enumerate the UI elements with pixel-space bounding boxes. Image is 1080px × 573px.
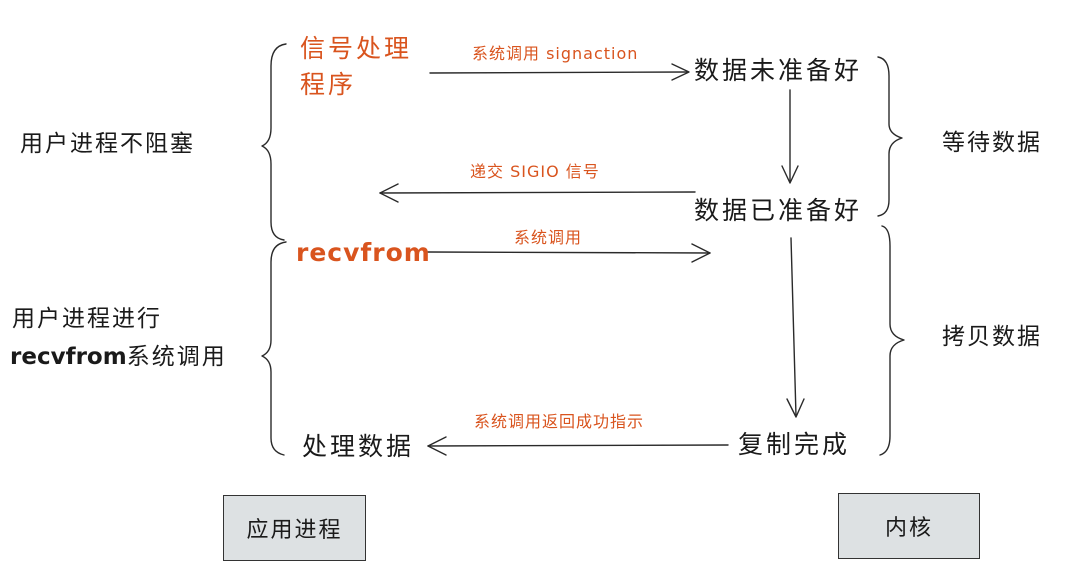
arrow-down-copy: [790, 237, 797, 417]
arrow-deliver-sigio: [379, 191, 696, 194]
app-process-box-label: 应用进程: [246, 518, 343, 543]
copy-done-label: 复制完成: [738, 430, 851, 459]
return-success-label: 系统调用返回成功指示: [474, 412, 645, 431]
kernel-box-label: 内核: [884, 516, 933, 541]
kernel-box: 内核: [838, 493, 980, 559]
arrow-return-success: [427, 444, 729, 447]
signal-handler-label-line1: 信号处理: [300, 34, 413, 63]
process-data-label: 处理数据: [302, 432, 415, 461]
data-ready-label: 数据已准备好: [694, 196, 863, 225]
right-brace-bottom: [879, 225, 905, 456]
sigaction-call-label: 系统调用 signaction: [472, 44, 639, 63]
user-not-blocked-label: 用户进程不阻塞: [20, 131, 195, 157]
user-recvfrom-text: 系统调用: [126, 344, 227, 370]
arrow-sigaction: [429, 71, 689, 74]
user-recvfrom-label-line1: 用户进程进行: [12, 306, 162, 332]
left-brace-bottom: [261, 241, 287, 456]
wait-data-label: 等待数据: [942, 130, 1042, 156]
arrow-syscall: [427, 251, 711, 254]
syscall-label: 系统调用: [514, 228, 583, 247]
copy-data-label: 拷贝数据: [942, 324, 1042, 350]
app-process-box: 应用进程: [223, 495, 366, 561]
right-brace-top: [877, 56, 903, 217]
deliver-sigio-label: 递交 SIGIO 信号: [470, 162, 600, 181]
signal-handler-label-line2: 程序: [300, 70, 357, 99]
left-brace-top: [261, 43, 287, 241]
user-recvfrom-label-line2: recvfrom系统调用: [10, 344, 227, 372]
user-recvfrom-code: recvfrom: [10, 344, 127, 370]
data-not-ready-label: 数据未准备好: [694, 56, 863, 85]
recvfrom-label: recvfrom: [296, 238, 431, 267]
